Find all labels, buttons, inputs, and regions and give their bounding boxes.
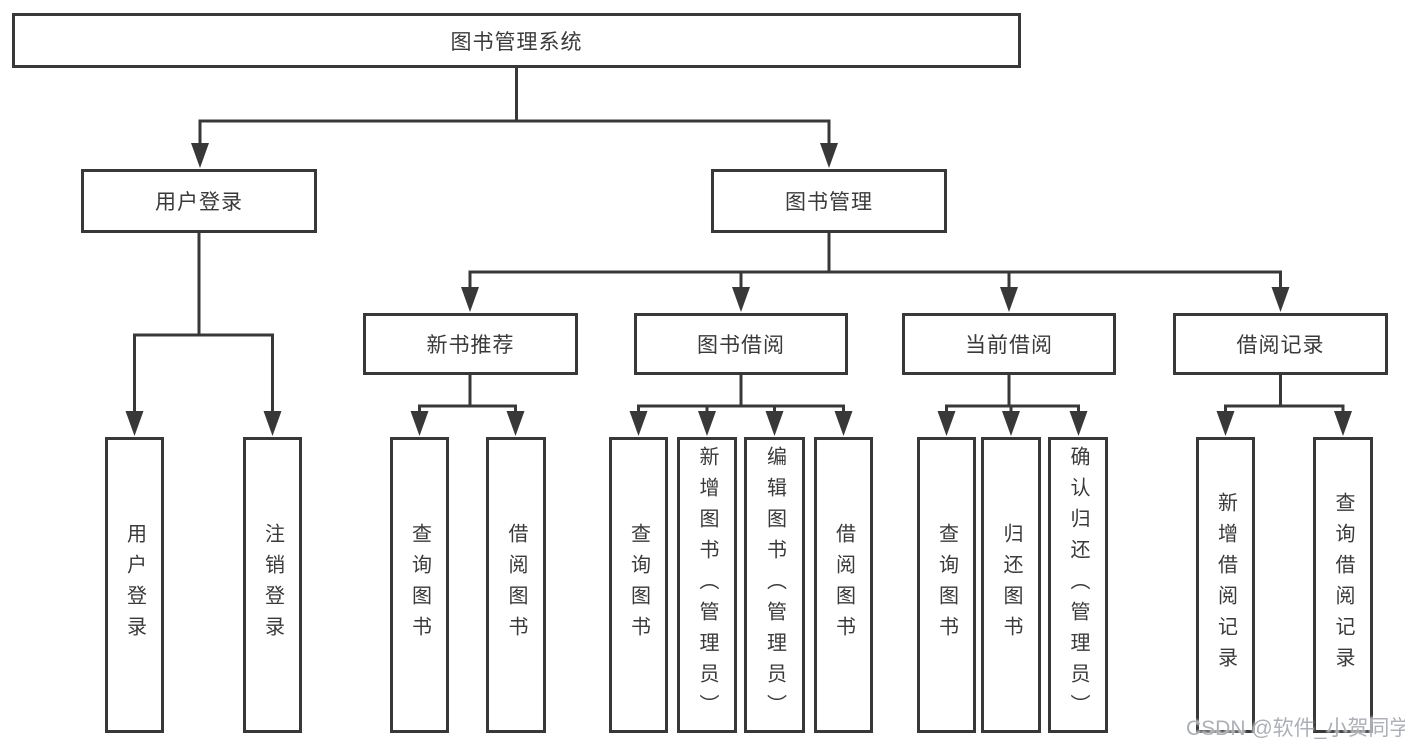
node-book-management: 图书管理: [711, 169, 947, 233]
leaf-logout-label: 注销登录: [261, 523, 284, 647]
leaf-edit-book-admin: 编辑图书（管理员）: [744, 437, 805, 733]
leaf-query-book-current: 查询图书: [917, 437, 976, 733]
leaf-return-book-label: 归还图书: [1000, 523, 1022, 647]
csdn-watermark: CSDN @软件_小贺同学: [1186, 717, 1405, 740]
leaf-borrow-book-borrow: 借阅图书: [814, 437, 873, 733]
node-borrow-record: 借阅记录: [1173, 313, 1388, 375]
leaf-logout: 注销登录: [243, 437, 302, 733]
leaf-confirm-return-admin: 确认归还（管理员）: [1048, 437, 1108, 733]
leaf-query-book-recommend: 查询图书: [390, 437, 449, 733]
leaf-query-book-current-label: 查询图书: [935, 523, 958, 647]
node-library-system: 图书管理系统: [12, 13, 1021, 68]
leaf-borrow-book-recommend-label: 借阅图书: [505, 523, 527, 647]
leaf-query-borrow-record-label: 查询借阅记录: [1332, 492, 1354, 678]
leaf-query-book-recommend-label: 查询图书: [408, 523, 431, 647]
leaf-borrow-book-borrow-label: 借阅图书: [832, 523, 855, 647]
node-current-borrow: 当前借阅: [902, 313, 1116, 375]
leaf-add-borrow-record-label: 新增借阅记录: [1214, 492, 1237, 678]
leaf-confirm-return-admin-label: 确认归还（管理员）: [1067, 445, 1089, 725]
leaf-user-login: 用户登录: [105, 437, 164, 733]
leaf-user-login-label: 用户登录: [123, 523, 146, 647]
leaf-add-book-admin-label: 新增图书（管理员）: [696, 445, 718, 725]
leaf-borrow-book-recommend: 借阅图书: [486, 437, 546, 733]
leaf-query-book-borrow: 查询图书: [609, 437, 668, 733]
leaf-add-book-admin: 新增图书（管理员）: [677, 437, 737, 733]
node-new-book-recommend: 新书推荐: [363, 313, 578, 375]
node-user-login: 用户登录: [81, 169, 317, 233]
leaf-query-borrow-record: 查询借阅记录: [1313, 437, 1373, 733]
leaf-edit-book-admin-label: 编辑图书（管理员）: [763, 445, 786, 725]
leaf-add-borrow-record: 新增借阅记录: [1196, 437, 1255, 733]
leaf-return-book: 归还图书: [981, 437, 1041, 733]
leaf-query-book-borrow-label: 查询图书: [627, 523, 650, 647]
node-book-borrow: 图书借阅: [634, 313, 848, 375]
